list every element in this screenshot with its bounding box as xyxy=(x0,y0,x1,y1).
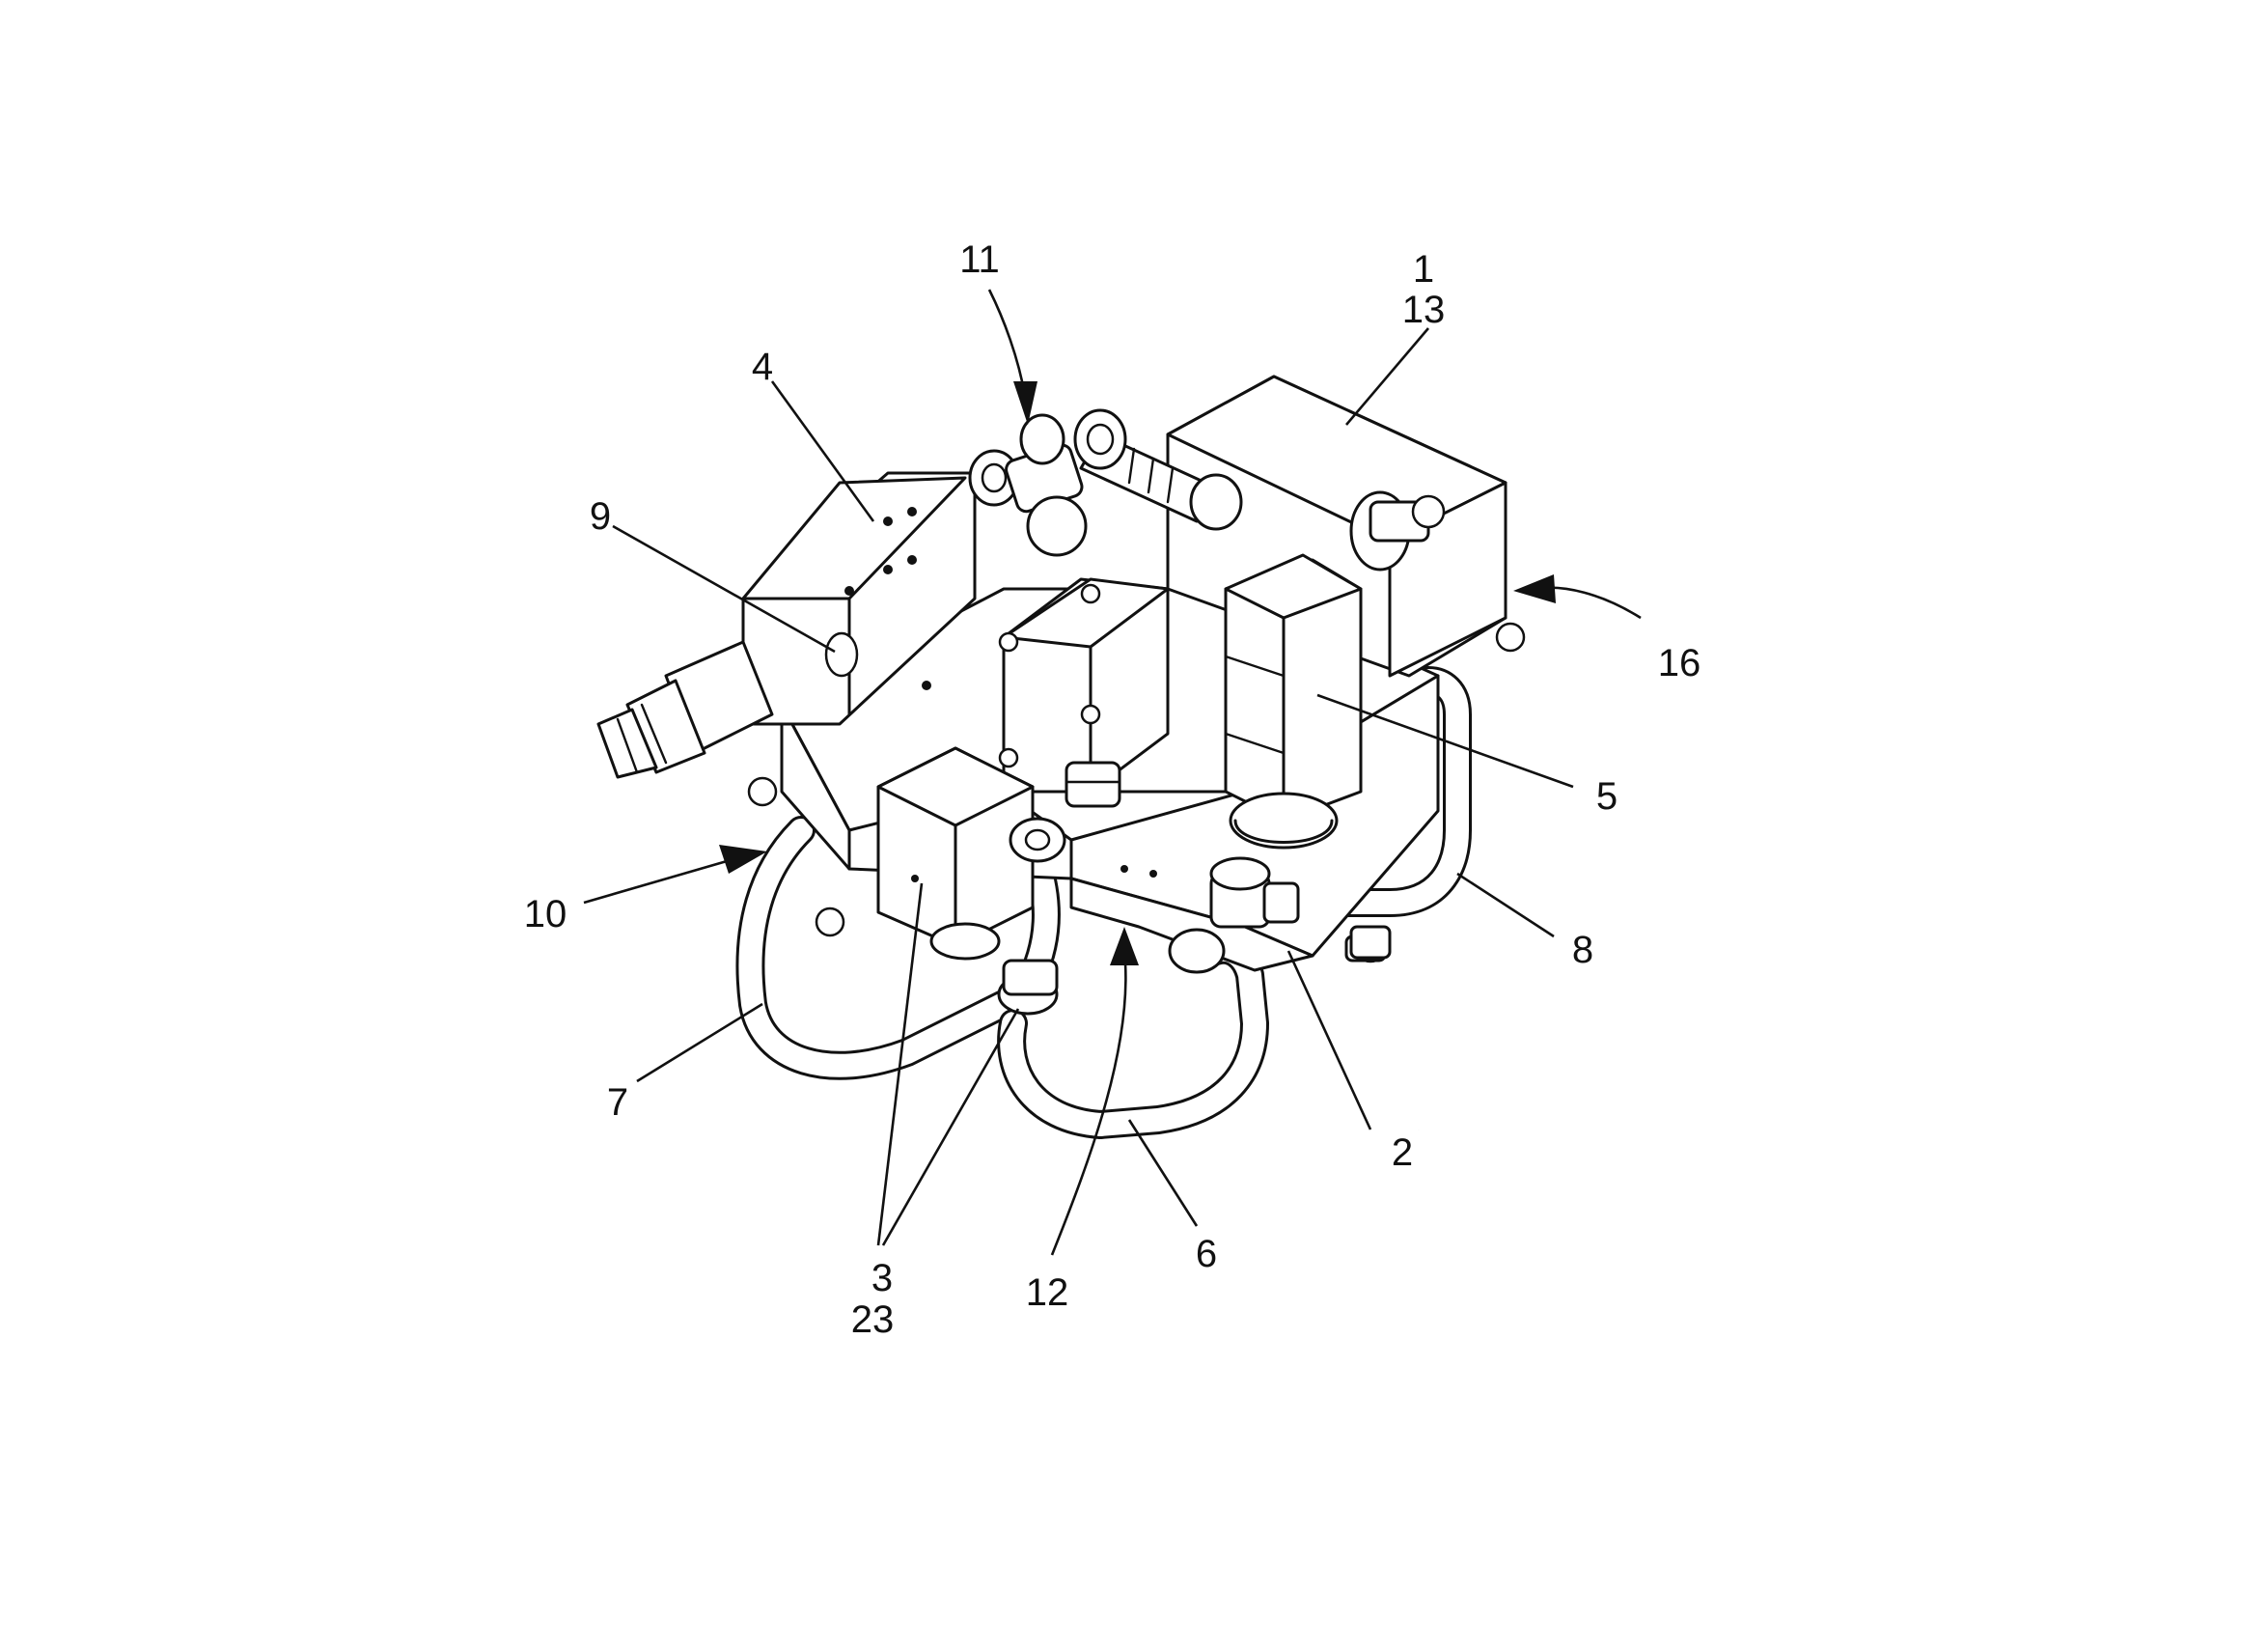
callout-1-13: 1 13 xyxy=(1402,248,1446,331)
callout-11: 11 xyxy=(959,238,1000,281)
svg-text:10: 10 xyxy=(524,893,567,935)
elbow-fitting-left xyxy=(1010,819,1065,861)
svg-text:16: 16 xyxy=(1658,642,1701,684)
callout-3-23: 3 23 xyxy=(851,1257,895,1341)
callout-16: 16 xyxy=(1658,642,1701,684)
svg-text:1: 1 xyxy=(1413,248,1434,291)
svg-text:4: 4 xyxy=(752,346,773,388)
svg-text:8: 8 xyxy=(1572,929,1593,971)
svg-text:2: 2 xyxy=(1392,1131,1413,1174)
callout-9: 9 xyxy=(590,495,611,538)
callout-7: 7 xyxy=(607,1081,628,1124)
tee-fitting-11 xyxy=(970,415,1086,555)
svg-text:23: 23 xyxy=(851,1298,895,1341)
callout-12: 12 xyxy=(1026,1271,1069,1314)
callout-4: 4 xyxy=(752,346,773,388)
svg-text:7: 7 xyxy=(607,1081,628,1124)
svg-text:12: 12 xyxy=(1026,1271,1069,1314)
svg-text:3: 3 xyxy=(871,1257,893,1299)
plug-bottom-right xyxy=(1351,927,1390,958)
svg-text:9: 9 xyxy=(590,495,611,538)
callout-8: 8 xyxy=(1572,929,1593,971)
svg-text:6: 6 xyxy=(1196,1233,1217,1275)
solenoid-cartridge-left xyxy=(598,642,772,777)
svg-text:11: 11 xyxy=(959,238,1000,281)
svg-text:5: 5 xyxy=(1596,775,1618,818)
callout-10: 10 xyxy=(524,893,567,935)
callout-6: 6 xyxy=(1196,1233,1217,1275)
svg-text:13: 13 xyxy=(1402,289,1446,331)
callout-2: 2 xyxy=(1392,1131,1413,1174)
callout-5: 5 xyxy=(1596,775,1618,818)
